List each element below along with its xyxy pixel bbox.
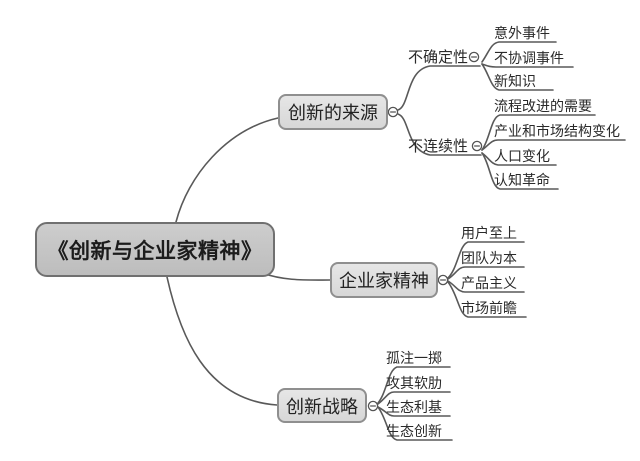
leaf-accident-event[interactable]: 意外事件	[494, 25, 550, 41]
underline-cognitive-revolution	[481, 152, 559, 190]
underline-incongruity-event	[481, 63, 574, 68]
collapse-icon-innovation-sources[interactable]	[387, 106, 399, 118]
leaf-cognitive-revolution[interactable]: 认知革命	[494, 172, 550, 188]
connector-root-to-entrepreneurship	[261, 272, 331, 281]
underline-eco-niche	[377, 406, 451, 417]
branch-node-innovation-sources[interactable]: 创新的来源	[278, 94, 388, 130]
connector-root-to-innovation-sources	[175, 117, 279, 223]
connector-to-discontinuity	[397, 113, 482, 156]
connector-root-to-innovation-strategy	[166, 276, 278, 406]
root-node-book-title[interactable]: 《创新与企业家精神》	[35, 222, 275, 277]
subtopic-uncertainty[interactable]: 不确定性	[408, 49, 469, 66]
leaf-market-foresight[interactable]: 市场前瞻	[461, 300, 517, 316]
underline-attack-weakness	[377, 391, 451, 405]
subtopic-discontinuity[interactable]: 不连续性	[408, 138, 469, 155]
leaf-process-improvement[interactable]: 流程改进的需要	[494, 98, 592, 114]
connector-to-uncertainty	[397, 65, 481, 111]
underline-new-knowledge	[481, 63, 554, 91]
leaf-productism[interactable]: 产品主义	[461, 275, 517, 291]
underline-process-improvement	[481, 114, 596, 151]
leaf-eco-innovation[interactable]: 生态创新	[386, 423, 442, 439]
leaf-attack-weakness[interactable]: 攻其软肋	[386, 375, 442, 391]
collapse-icon-innovation-strategy[interactable]	[367, 400, 379, 412]
underline-industry-market-change	[481, 139, 626, 151]
underline-population-change	[481, 152, 557, 166]
underline-productism	[447, 280, 525, 293]
underline-accident-event	[481, 41, 557, 63]
underline-all-in	[377, 366, 451, 404]
leaf-industry-market-change[interactable]: 产业和市场结构变化	[494, 123, 620, 139]
leaf-eco-niche[interactable]: 生态利基	[386, 399, 442, 415]
collapse-icon-uncertainty[interactable]	[468, 51, 480, 63]
leaf-population-change[interactable]: 人口变化	[494, 148, 550, 164]
leaf-all-in[interactable]: 孤注一掷	[386, 350, 442, 366]
leaf-user-first[interactable]: 用户至上	[461, 225, 517, 241]
branch-node-innovation-strategy[interactable]: 创新战略	[277, 388, 367, 423]
leaf-incongruity-event[interactable]: 不协调事件	[494, 50, 564, 66]
underline-team-based	[447, 266, 525, 280]
underline-user-first	[447, 241, 525, 279]
leaf-new-knowledge[interactable]: 新知识	[494, 73, 536, 89]
collapse-icon-entrepreneurship[interactable]	[437, 274, 449, 286]
leaf-team-based[interactable]: 团队为本	[461, 250, 517, 266]
underline-eco-innovation	[377, 406, 453, 441]
branch-node-entrepreneurship[interactable]: 企业家精神	[330, 262, 438, 298]
underline-market-foresight	[447, 281, 527, 318]
collapse-icon-discontinuity[interactable]	[471, 140, 483, 152]
